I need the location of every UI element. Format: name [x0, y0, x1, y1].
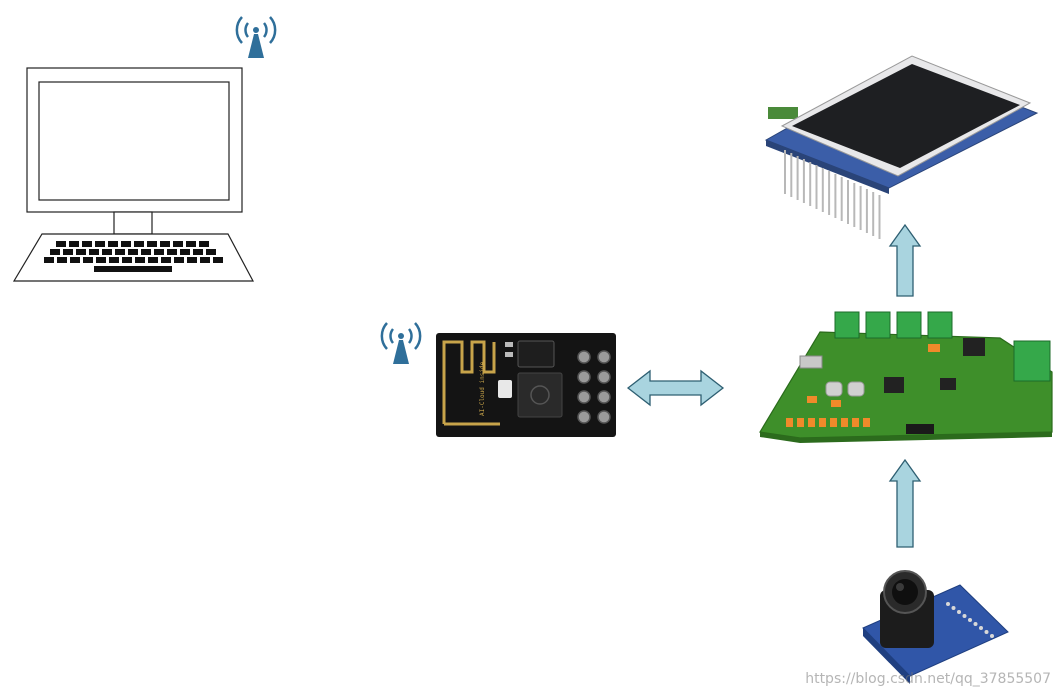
- camera-header-pins: [946, 602, 994, 638]
- camera-pin: [990, 634, 994, 638]
- header-pin: [577, 350, 591, 364]
- camera-pin: [962, 614, 967, 618]
- camera-module: [862, 570, 1009, 684]
- resistor: [808, 418, 815, 427]
- arrow-up-to-display: [888, 223, 922, 297]
- keyboard-key: [122, 257, 132, 263]
- keyboard-key: [193, 249, 203, 255]
- header-pin: [597, 350, 611, 364]
- keyboard-key: [173, 241, 183, 247]
- keyboard-key: [206, 249, 216, 255]
- header-pin: [597, 410, 611, 424]
- resistor: [852, 418, 859, 427]
- keyboard-key: [69, 241, 79, 247]
- keyboard-key: [57, 257, 67, 263]
- watermark-url: https://blog.csdn.net/qq_37855507: [805, 671, 1051, 687]
- resistor: [830, 418, 837, 427]
- keyboard-key: [161, 257, 171, 263]
- keyboard-key: [96, 257, 106, 263]
- keyboard-key: [108, 241, 118, 247]
- control-board-pcb: [759, 311, 1053, 443]
- camera-pin: [946, 602, 950, 606]
- keyboard-key: [174, 257, 184, 263]
- keyboard-key: [199, 241, 209, 247]
- keyboard-key: [180, 249, 190, 255]
- camera-pin: [951, 606, 956, 610]
- bidirectional-arrow: [626, 369, 725, 407]
- keyboard-key: [213, 257, 223, 263]
- camera-pin: [979, 626, 983, 630]
- arrow-up-from-camera: [888, 458, 922, 548]
- keyboard-key: [154, 249, 164, 255]
- keyboard-key: [109, 257, 119, 263]
- resistor: [819, 418, 826, 427]
- keyboard-key: [141, 249, 151, 255]
- keyboard-key: [160, 241, 170, 247]
- resistor: [863, 418, 870, 427]
- keyboard-key: [102, 249, 112, 255]
- keyboard-key: [89, 249, 99, 255]
- keyboard-key: [44, 257, 54, 263]
- keyboard-key: [200, 257, 210, 263]
- keyboard-key: [135, 257, 145, 263]
- keyboard-key: [187, 257, 197, 263]
- camera-pin: [957, 610, 961, 614]
- header-pin: [597, 390, 611, 404]
- keyboard-key: [167, 249, 177, 255]
- keyboard-key: [83, 257, 93, 263]
- keyboard-key: [95, 241, 105, 247]
- header-pin: [577, 410, 591, 424]
- keyboard-key: [134, 241, 144, 247]
- keyboard-key: [186, 241, 196, 247]
- keyboard-key: [82, 241, 92, 247]
- keyboard-key: [147, 241, 157, 247]
- keyboard-key: [56, 241, 66, 247]
- resistor: [797, 418, 804, 427]
- keyboard-key: [148, 257, 158, 263]
- resistor-row: [786, 418, 870, 427]
- header-pin: [597, 370, 611, 384]
- keyboard-key: [63, 249, 73, 255]
- tft-lcd-display: [764, 55, 1039, 239]
- camera-pin: [968, 618, 972, 622]
- wifi-antenna-icon: [235, 16, 277, 58]
- resistor: [786, 418, 793, 427]
- camera-pin: [973, 622, 978, 626]
- header-pin: [577, 370, 591, 384]
- resistor: [841, 418, 848, 427]
- keyboard-key: [128, 249, 138, 255]
- keyboard-key: [76, 249, 86, 255]
- laptop-computer: [12, 67, 254, 282]
- header-pins: [577, 350, 611, 424]
- wifi-antenna-icon: [380, 322, 422, 364]
- module-silkscreen: AI-Cloud inside: [479, 361, 486, 416]
- camera-pin: [984, 630, 989, 634]
- keyboard-key: [70, 257, 80, 263]
- header-pin: [577, 390, 591, 404]
- keyboard-key: [121, 241, 131, 247]
- keyboard-key: [115, 249, 125, 255]
- keyboard-key: [50, 249, 60, 255]
- keyboard-spacebar: [94, 266, 172, 272]
- esp8266-wifi-module: AI-Cloud inside: [436, 333, 616, 437]
- lcd-header-pins: [784, 150, 881, 239]
- keyboard-keys: [44, 241, 223, 272]
